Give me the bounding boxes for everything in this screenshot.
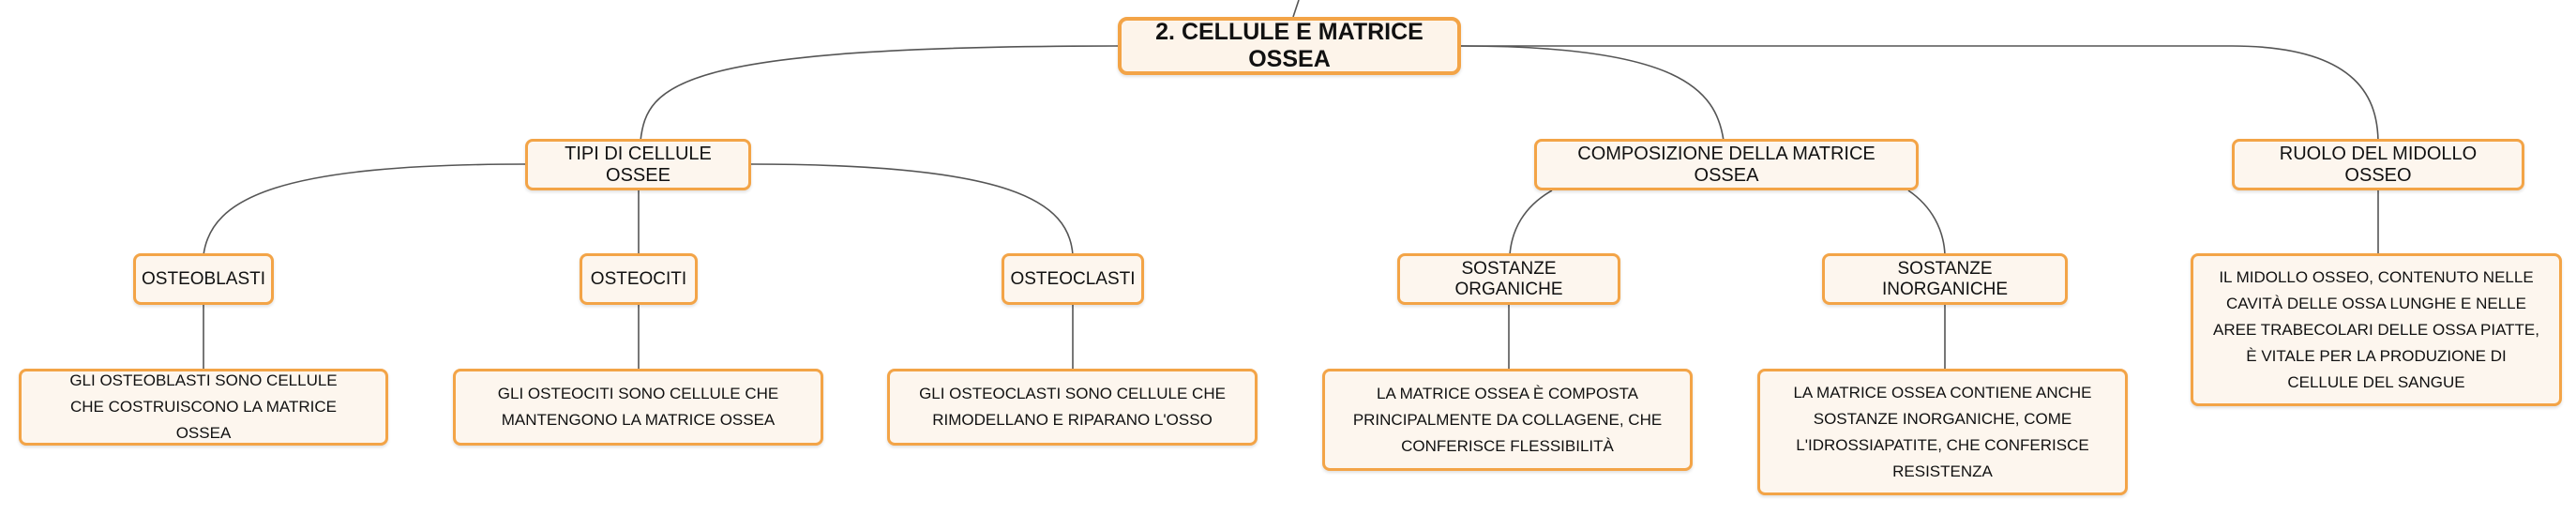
branch-midollo-label: RUOLO DEL MIDOLLO OSSEO	[2279, 143, 2478, 186]
branch-tipi-cellule[interactable]: TIPI DI CELLULE OSSEE	[525, 139, 751, 190]
osteoclasti-desc: GLI OSTEOCLASTI SONO CELLULE CHE RIMODEL…	[919, 385, 1226, 429]
branch-tipi-label: TIPI DI CELLULE OSSEE	[565, 143, 712, 186]
midollo-desc: IL MIDOLLO OSSEO, CONTENUTO NELLE CAVITÀ…	[2213, 267, 2539, 391]
connector-root-tipi	[640, 45, 1119, 142]
root-label: 2. CELLULE E MATRICE OSSEA	[1155, 19, 1424, 72]
osteoblasti-desc: GLI OSTEOBLASTI SONO CELLULE CHE COSTRUI…	[69, 371, 338, 442]
node-sostanze-inorganiche[interactable]: SOSTANZE INORGANICHE	[1822, 253, 2068, 305]
connector-parent-root	[1292, 0, 1300, 18]
desc-osteoblasti[interactable]: GLI OSTEOBLASTI SONO CELLULE CHE COSTRUI…	[19, 369, 388, 446]
osteoclasti-label: OSTEOCLASTI	[1010, 268, 1136, 289]
organiche-label: SOSTANZE ORGANICHE	[1454, 258, 1563, 299]
desc-ruolo-midollo[interactable]: IL MIDOLLO OSSEO, CONTENUTO NELLE CAVITÀ…	[2191, 253, 2562, 406]
branch-composizione-label: COMPOSIZIONE DELLA MATRICE OSSEA	[1577, 143, 1876, 186]
node-osteoblasti[interactable]: OSTEOBLASTI	[133, 253, 274, 305]
connector-comp-inorganiche	[1907, 189, 1946, 256]
desc-osteoclasti[interactable]: GLI OSTEOCLASTI SONO CELLULE CHE RIMODEL…	[887, 369, 1258, 446]
desc-sostanze-organiche[interactable]: LA MATRICE OSSEA È COMPOSTA PRINCIPALMEN…	[1322, 369, 1693, 471]
node-sostanze-organiche[interactable]: SOSTANZE ORGANICHE	[1397, 253, 1620, 305]
desc-osteociti[interactable]: GLI OSTEOCITI SONO CELLULE CHE MANTENGON…	[453, 369, 823, 446]
inorganiche-label: SOSTANZE INORGANICHE	[1881, 258, 2009, 299]
osteociti-desc: GLI OSTEOCITI SONO CELLULE CHE MANTENGON…	[497, 385, 779, 429]
desc-sostanze-inorganiche[interactable]: LA MATRICE OSSEA CONTIENE ANCHE SOSTANZE…	[1757, 369, 2128, 495]
connector-root-composizione	[1460, 45, 1725, 142]
branch-composizione-matrice[interactable]: COMPOSIZIONE DELLA MATRICE OSSEA	[1534, 139, 1919, 190]
node-osteociti[interactable]: OSTEOCITI	[580, 253, 698, 305]
organiche-desc: LA MATRICE OSSEA È COMPOSTA PRINCIPALMEN…	[1352, 384, 1663, 455]
connector-comp-organiche	[1509, 189, 1553, 256]
node-osteoclasti[interactable]: OSTEOCLASTI	[1002, 253, 1144, 305]
branch-ruolo-midollo[interactable]: RUOLO DEL MIDOLLO OSSEO	[2232, 139, 2524, 190]
connector-tipi-osteoclasti	[750, 163, 1074, 256]
osteoblasti-label: OSTEOBLASTI	[142, 268, 265, 289]
connector-tipi-osteoblasti	[203, 163, 526, 256]
osteociti-label: OSTEOCITI	[590, 268, 687, 289]
connector-root-midollo	[1461, 45, 2379, 142]
root-node[interactable]: 2. CELLULE E MATRICE OSSEA	[1118, 17, 1461, 75]
inorganiche-desc: LA MATRICE OSSEA CONTIENE ANCHE SOSTANZE…	[1793, 383, 2092, 480]
